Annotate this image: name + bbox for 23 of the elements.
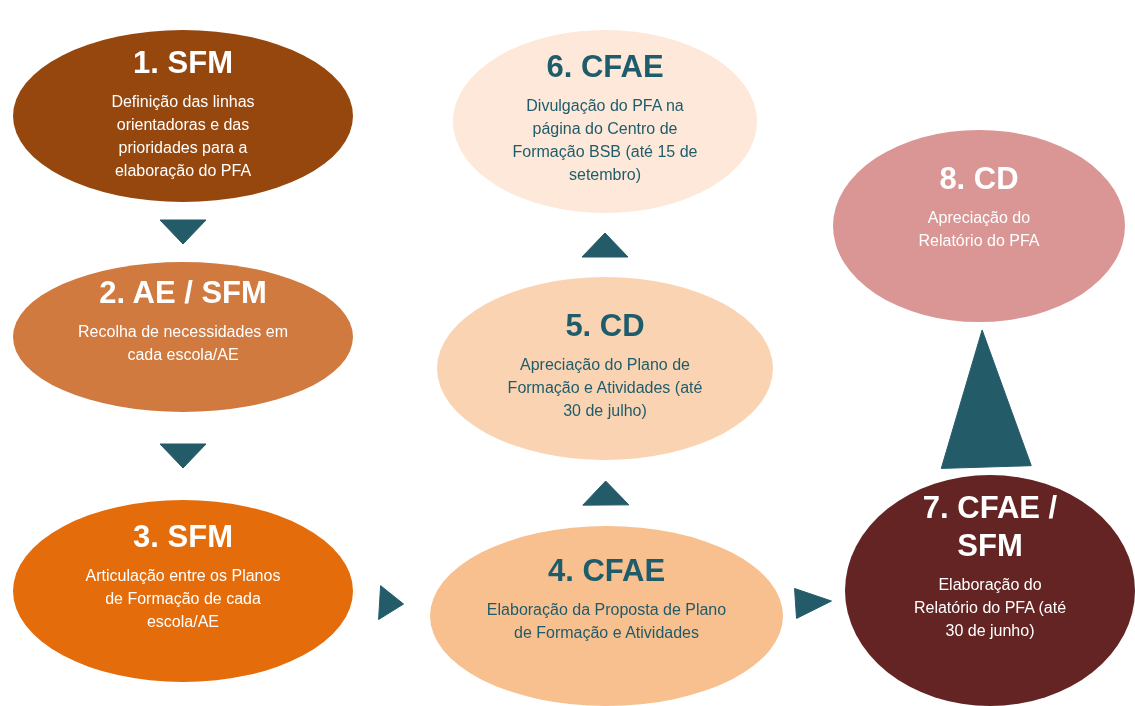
arrow-triangle [378, 585, 405, 621]
node-description: Articulação entre os Planos de Formação de cada escola/AE [84, 566, 282, 632]
arrow-triangle [159, 219, 207, 245]
node-title: 4. CFAE [547, 552, 666, 590]
node-description: Elaboração do Relatório do PFA (até 30 de junho) [912, 575, 1068, 641]
node-title: 6. CFAE [546, 48, 664, 86]
node-title: 5. CD [565, 307, 645, 345]
node-title: 8. CD [939, 160, 1019, 198]
arrow-triangle [940, 329, 1032, 469]
node-title: 3. SFM [133, 518, 233, 556]
node-description: Apreciação do Plano de Formação e Atividades (até 30 de julho) [506, 355, 704, 421]
node-description: Recolha de necessidades em cada escola/AE [77, 322, 289, 365]
arrow-triangle [794, 587, 832, 619]
node-description: Definição das linhas orientadoras e das prioridades para a elaboração do PFA [110, 92, 256, 181]
node-description: Divulgação do PFA na página do Centro de Formação BSB (até 15 de setembro) [511, 96, 699, 185]
node-title: 2. AE / SFM [99, 274, 267, 312]
node-description: Elaboração da Proposta de Plano de Formação e Atividades [486, 600, 727, 643]
arrow-triangle [581, 232, 629, 258]
node-description: Apreciação do Relatório do PFA [917, 208, 1041, 251]
arrow-triangle [582, 480, 630, 506]
arrow-triangle [159, 443, 207, 469]
node-title: 1. SFM [133, 44, 233, 82]
node-title: 7. CFAE / SFM [921, 489, 1059, 565]
